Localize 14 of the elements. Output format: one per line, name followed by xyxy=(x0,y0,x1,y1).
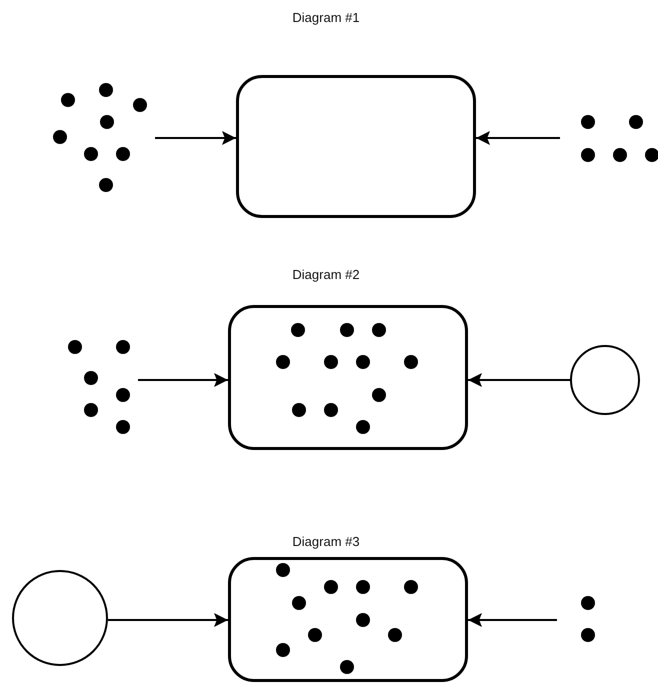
panel-label: Diagram #1 xyxy=(292,10,360,25)
panel-label: Diagram #2 xyxy=(292,267,360,282)
rounded-box xyxy=(228,557,468,682)
arrow xyxy=(108,613,228,627)
arrow xyxy=(155,131,236,145)
panel-label: Diagram #3 xyxy=(292,534,360,549)
rounded-box xyxy=(228,305,468,450)
arrow xyxy=(468,613,557,627)
circle xyxy=(12,570,108,666)
arrow xyxy=(138,373,228,387)
arrow xyxy=(468,373,570,387)
rounded-box xyxy=(236,75,476,218)
arrow xyxy=(476,131,560,145)
circle xyxy=(570,345,640,415)
